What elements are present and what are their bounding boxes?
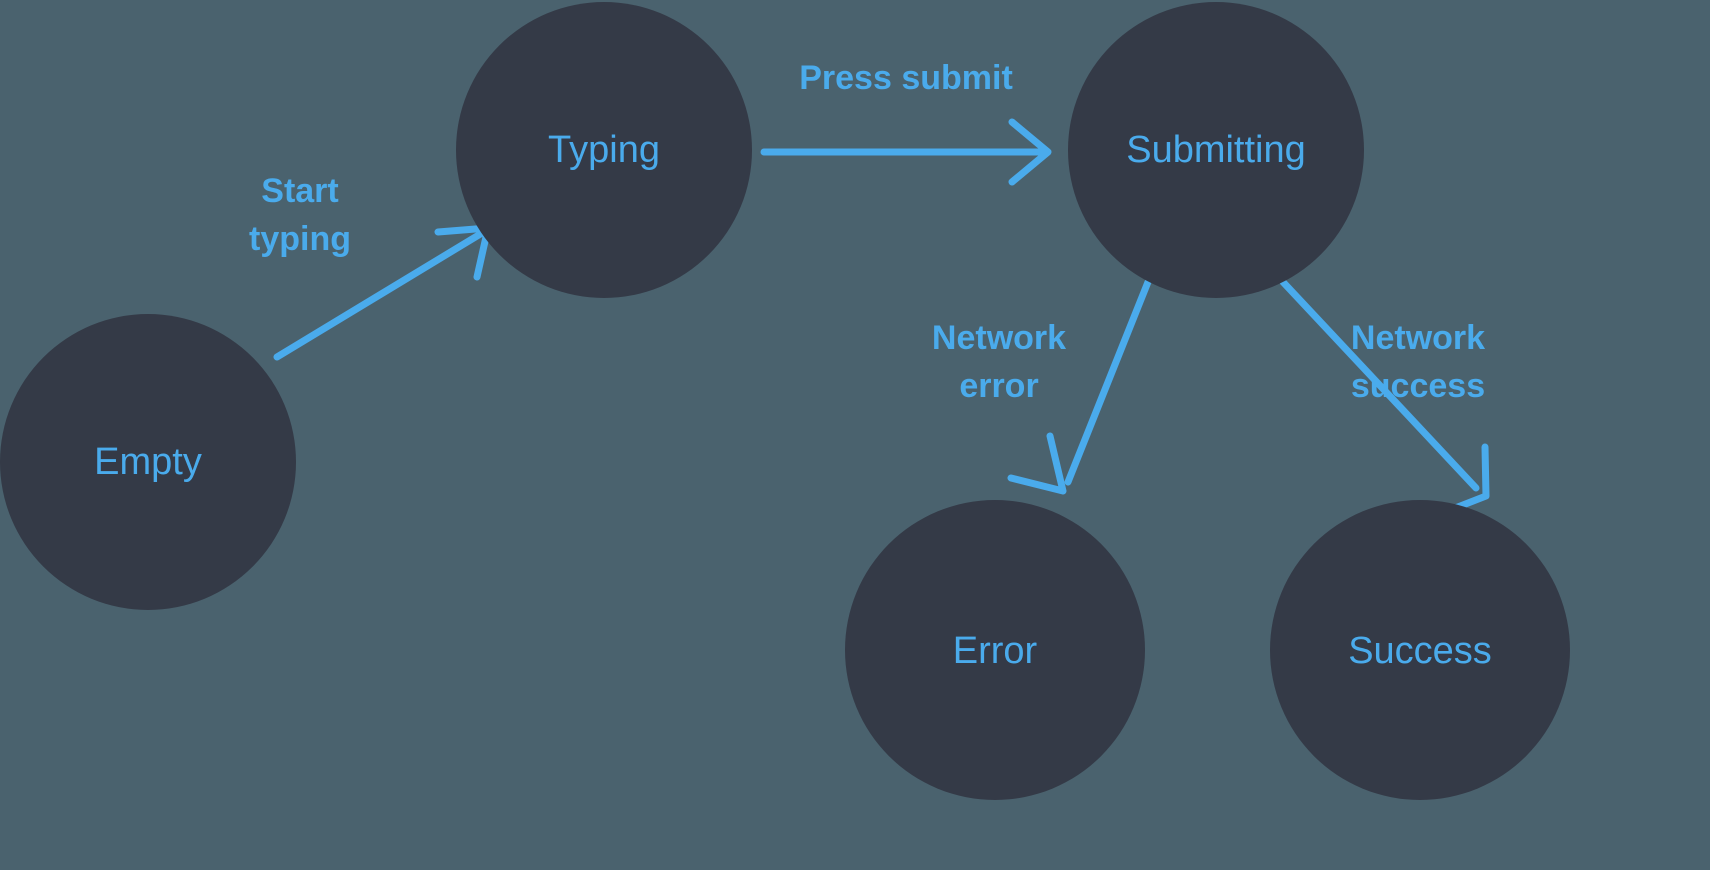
state-node-error-circle (845, 500, 1145, 800)
edge-typing-to-submitting-arrowhead (1008, 118, 1052, 186)
state-node-submitting-label: Submitting (1126, 129, 1306, 171)
edge-empty-to-typing-line (273, 226, 491, 361)
state-node-success-circle (1270, 500, 1570, 800)
edge-label-network-error-line-1: Network (932, 319, 1066, 357)
edge-submitting-to-error-arrowhead (1007, 432, 1067, 495)
edge-label-network-error-line-2: error (959, 367, 1038, 405)
edge-submitting-to-success-line (1279, 278, 1480, 492)
state-node-typing-label: Typing (548, 129, 660, 171)
edge-label-network-success-line-1: Network (1351, 319, 1485, 357)
edge-label-network-success-line-2: success (1351, 367, 1485, 405)
state-node-error-label: Error (953, 630, 1038, 672)
edge-label-network-success: Network success (1351, 319, 1485, 405)
state-node-empty-label: Empty (94, 441, 202, 483)
edge-label-press-submit-line-1: Press submit (799, 59, 1013, 97)
edge-label-press-submit: Press submit (799, 59, 1013, 97)
state-node-error[interactable]: Error (845, 500, 1145, 800)
edge-label-network-error: Network error (932, 319, 1066, 405)
edge-label-start-typing-line-1: Start (261, 172, 338, 210)
state-node-typing[interactable]: Typing (456, 2, 752, 298)
edge-typing-to-submitting[interactable] (760, 118, 1052, 186)
edge-label-start-typing-line-2: typing (249, 220, 351, 258)
edge-submitting-to-error[interactable] (1007, 278, 1152, 495)
edge-label-start-typing: Start typing (249, 172, 351, 258)
state-node-success-label: Success (1348, 630, 1492, 672)
state-node-submitting[interactable]: Submitting (1068, 2, 1364, 298)
state-node-success[interactable]: Success (1270, 500, 1570, 800)
state-node-submitting-circle (1068, 2, 1364, 298)
state-node-typing-circle (456, 2, 752, 298)
state-node-empty-circle (0, 314, 296, 610)
edge-submitting-to-error-line (1064, 278, 1152, 486)
state-node-empty[interactable]: Empty (0, 314, 296, 610)
